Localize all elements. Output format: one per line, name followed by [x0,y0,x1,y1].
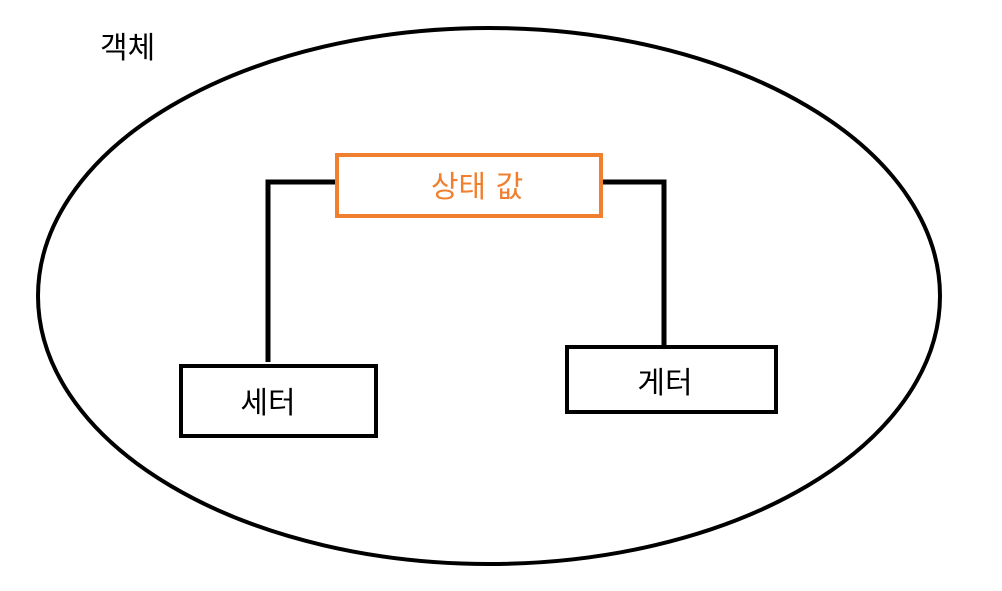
state-label: 상태 값 [431,170,523,205]
getter-connector-line [602,179,667,346]
object-label: 객체 [100,31,156,66]
state-box [335,153,603,218]
setter-connector-line [265,179,336,362]
getter-box [565,345,778,414]
setter-label: 세터 [240,386,295,421]
object-boundary-ellipse [36,26,942,566]
getter-label: 게터 [637,366,692,401]
setter-box [179,364,378,438]
